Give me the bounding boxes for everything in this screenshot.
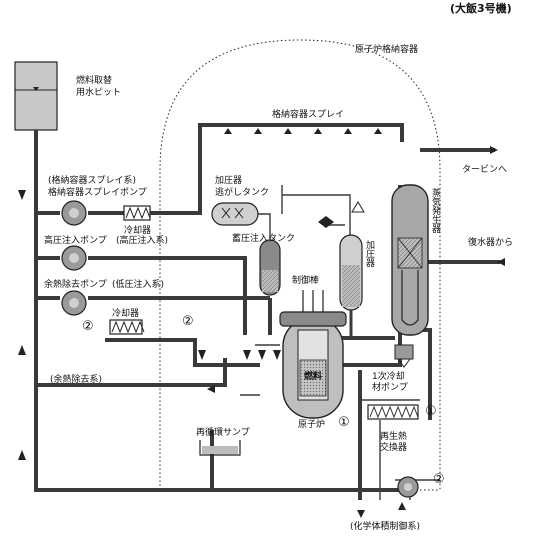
containment-spray-label: 格納容器スプレイ bbox=[272, 110, 345, 120]
rhr-pump-label: 余熱除去ポンプ bbox=[44, 280, 107, 290]
rhr-cooler-label: 冷却器 bbox=[112, 309, 140, 319]
spray-cooler-label: 冷却器 bbox=[124, 226, 152, 236]
relief-tank-label-1: 加圧器 bbox=[215, 176, 243, 186]
relief-valves bbox=[318, 201, 365, 228]
residual-heat-removal-pump bbox=[61, 290, 87, 316]
high-pressure-injection-pump bbox=[61, 245, 87, 271]
fuel-pool-pit bbox=[14, 61, 58, 131]
containment-outline bbox=[159, 39, 441, 490]
fuel-label: 燃料 bbox=[304, 372, 323, 382]
marker-two-rhr-pump: ② bbox=[82, 319, 94, 334]
regenerative-heat-exchanger bbox=[367, 404, 419, 420]
containment-spray-pump bbox=[61, 200, 87, 226]
hpi-system-label: (高圧注入系) bbox=[116, 236, 169, 246]
steam-generator bbox=[391, 184, 429, 336]
spray-cooler bbox=[123, 205, 151, 221]
fuel-pool-label-2: 用水ピット bbox=[76, 88, 122, 98]
rhr-system-label: (低圧注入系) bbox=[112, 280, 165, 290]
marker-two-cvcs: ② bbox=[433, 472, 445, 487]
feedwater-label: 復水器から bbox=[468, 238, 514, 248]
pressurizer-relief-tank bbox=[211, 202, 259, 226]
cvcs-label: (化学体積制御系) bbox=[350, 522, 421, 532]
turbine-label: タービンへ bbox=[462, 165, 508, 175]
regen-hx-label-1: 再生熱 bbox=[380, 432, 408, 442]
rcp-label-1: 1次冷却 bbox=[372, 372, 405, 382]
spray-pump-label: 格納容器スプレイポンプ bbox=[48, 188, 147, 198]
rcp-label-2: 材ポンプ bbox=[372, 383, 408, 393]
fuel-pool-label-1: 燃料取替 bbox=[76, 76, 113, 86]
containment-label: 原子炉格納容器 bbox=[355, 45, 419, 55]
marker-one-sg: ① bbox=[425, 404, 437, 419]
accumulator-label: 蓄圧注入タンク bbox=[232, 234, 296, 244]
pressurizer-vessel bbox=[339, 234, 363, 338]
rhr-cooler bbox=[109, 319, 145, 335]
control-rod-label: 制御棒 bbox=[292, 276, 320, 286]
recirculation-sump bbox=[199, 440, 241, 456]
accumulator-tank bbox=[259, 239, 281, 296]
marker-two-rhr-cooler: ② bbox=[182, 314, 194, 329]
steam-generator-label: 蒸気発生器 bbox=[430, 188, 440, 233]
reactor-coolant-pump bbox=[394, 344, 414, 368]
containment-spray-header bbox=[200, 123, 402, 134]
hpi-pump-label: 高圧注入ポンプ bbox=[44, 236, 107, 246]
reactor-label: 原子炉 bbox=[298, 420, 326, 430]
plant-title: (大飯3号機) bbox=[450, 2, 512, 15]
pressurizer-label: 加圧器 bbox=[364, 240, 374, 267]
sump-label: 再循環サンプ bbox=[196, 428, 250, 438]
cvcs-pump bbox=[397, 476, 419, 498]
relief-tank-label-2: 逃がしタンク bbox=[215, 188, 270, 198]
marker-one-reactor: ① bbox=[338, 415, 350, 430]
rhr-loop-label: (余熱除去系) bbox=[50, 375, 103, 385]
reactor-vessel bbox=[279, 290, 347, 419]
flow-arrows bbox=[18, 146, 505, 518]
regen-hx-label-2: 交換器 bbox=[380, 443, 408, 453]
spray-system-label: (格納容器スプレイ系) bbox=[48, 176, 137, 186]
